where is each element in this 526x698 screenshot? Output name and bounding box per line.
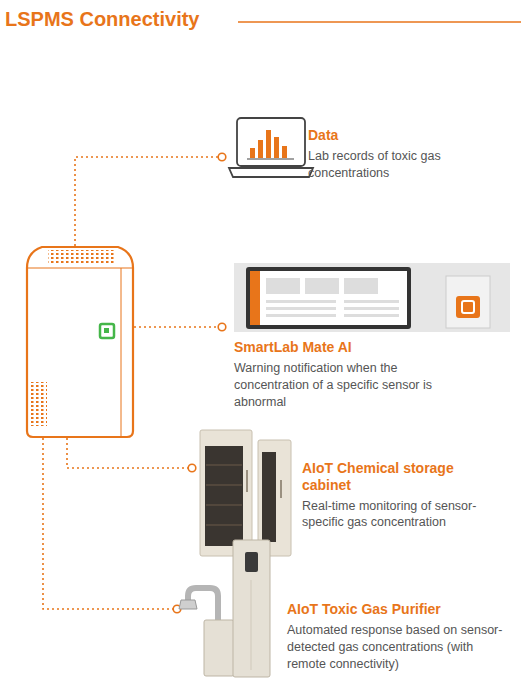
bar-chart [250, 130, 287, 158]
lspms-device [27, 247, 133, 437]
cabinet-window [262, 452, 276, 542]
laptop-screen [237, 118, 305, 166]
device-description: Automated response based on sensor-detec… [287, 622, 515, 673]
title-rule [238, 21, 521, 23]
device-description: Lab records of toxic gas concentrations [308, 148, 448, 182]
diagram-title: LSPMS Connectivity [5, 8, 199, 31]
tablet-frame [246, 267, 411, 329]
cabinet-body [258, 440, 291, 556]
connected-device: SmartLab Mate AI Warning notification whe… [234, 339, 456, 410]
connected-device: DataLab records of toxic gas concentrati… [308, 127, 448, 182]
extraction-hood [179, 600, 197, 609]
tablet-screen [250, 271, 407, 325]
gas-purifier [179, 540, 270, 677]
dotted-line [67, 438, 188, 468]
panel-icon [456, 296, 480, 318]
tablet-sidebar [250, 271, 260, 325]
sensor-panel [446, 276, 490, 328]
laptop-icon [229, 118, 313, 177]
purifier-display [245, 552, 258, 572]
device-logo [100, 324, 114, 338]
purifier-tower [233, 540, 270, 677]
smartlab-screen [234, 263, 510, 332]
storage-cabinet [200, 430, 291, 556]
dotted-line [75, 157, 218, 246]
device-heading: AIoT Chemical storage cabinet [302, 460, 487, 494]
device-edge [27, 267, 133, 268]
device-heading: Data [308, 127, 448, 144]
connected-device: AIoT Chemical storage cabinetReal-time m… [302, 460, 487, 531]
purifier-unit [204, 620, 234, 676]
device-heading: SmartLab Mate AI [234, 339, 456, 356]
device-description: Warning notification when the concentrat… [234, 360, 456, 411]
device-edge [121, 268, 122, 437]
dotted-line [43, 438, 173, 609]
connected-device: AIoT Toxic Gas PurifierAutomated respons… [287, 601, 515, 672]
side-vent [31, 382, 47, 426]
device-description: Real-time monitoring of sensor-specific … [302, 498, 487, 532]
device-logo [104, 328, 109, 333]
screen-backdrop [234, 263, 510, 332]
top-vent [48, 250, 114, 265]
device-housing [27, 247, 133, 437]
laptop-base [229, 168, 313, 177]
end-dot [218, 153, 226, 161]
cabinet-body [200, 430, 252, 556]
end-dot [188, 464, 196, 472]
cabinet-window [205, 446, 243, 546]
dotted-line [134, 326, 218, 328]
end-dot [218, 323, 226, 331]
device-heading: AIoT Toxic Gas Purifier [287, 601, 515, 618]
